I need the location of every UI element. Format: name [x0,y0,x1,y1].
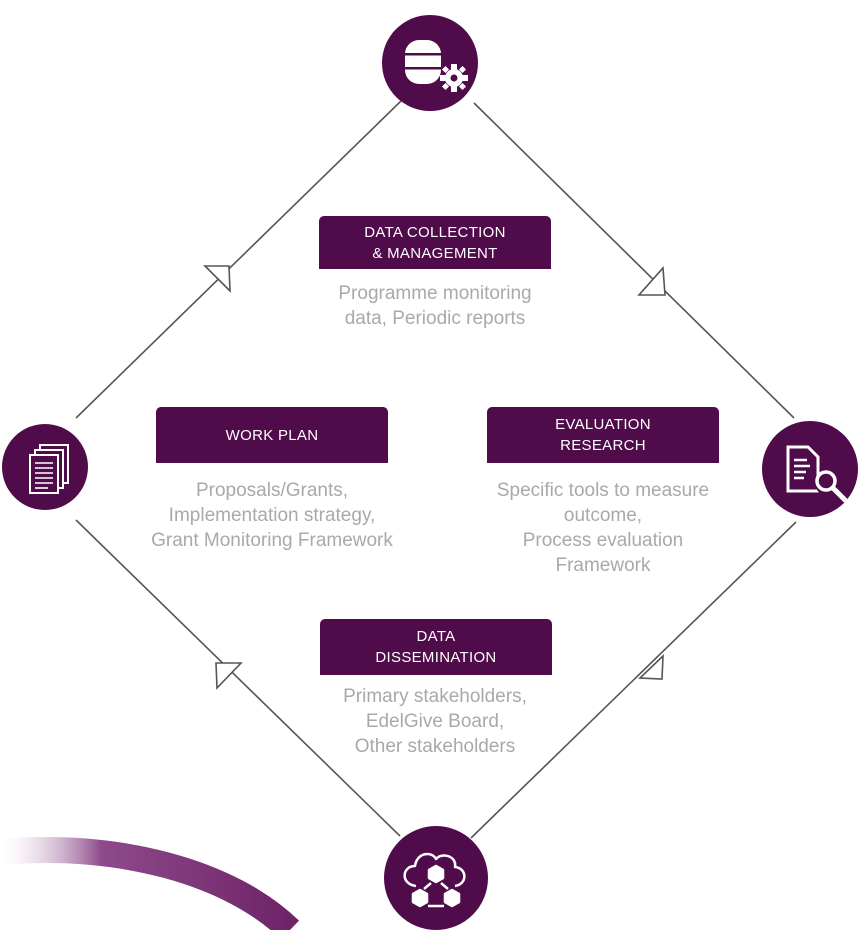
connector-top-right [473,102,795,419]
stage-desc-line: Implementation strategy, [168,505,376,526]
node-right [762,421,858,517]
stage-desc-line: Specific tools to measure [496,480,710,501]
stage-banner-data-collection: DATA COLLECTION & MANAGEMENT [319,216,551,269]
stage-desc-line: Grant Monitoring Framework [151,530,393,551]
stage-desc-line: EdelGive Board, [365,711,505,732]
direction-arrows [203,265,666,690]
arrow-up-left-icon [215,662,243,690]
stage-desc-data-dissemination: Primary stakeholders, EdelGive Board, Ot… [300,684,570,759]
stage-desc-line: Process evaluation [522,530,684,551]
stage-desc-evaluation-research: Specific tools to measure outcome, Proce… [458,478,748,578]
stage-desc-line: data, Periodic reports [344,308,526,329]
stage-banner-evaluation-research: EVALUATION RESEARCH [487,407,719,463]
stage-desc-line: Other stakeholders [354,736,516,757]
stage-title-line: EVALUATION [555,416,651,433]
stage-title-line: DISSEMINATION [375,649,497,666]
arrow-down-right-icon [637,266,666,296]
documents-stack-icon [29,444,69,494]
stage-desc-line: Framework [555,555,651,576]
node-bottom [384,826,488,930]
document-search-icon [786,445,848,503]
stage-desc-line: Proposals/Grants, [195,480,349,501]
node-top [382,15,478,111]
arrow-up-right-icon [203,265,231,294]
stage-title-line: RESEARCH [560,437,646,454]
stage-desc-data-collection: Programme monitoring data, Periodic repo… [300,281,570,331]
arrow-down-left-icon [638,654,664,680]
database-gear-icon [405,40,468,92]
connector-left-bottom [75,519,401,837]
connector-right-bottom [470,521,797,839]
stage-title-line: DATA COLLECTION [364,223,506,241]
stage-desc-line: outcome, [563,505,643,526]
connector-top-left [75,100,402,419]
stage-title-line: DATA [416,628,456,645]
stage-desc-work-plan: Proposals/Grants, Implementation strateg… [112,478,432,553]
connector-lines [75,100,797,839]
stage-title-line: & MANAGEMENT [372,244,498,262]
stage-desc-line: Primary stakeholders, [343,686,527,707]
stage-banner-work-plan: WORK PLAN [156,407,388,463]
stage-banner-data-dissemination: DATA DISSEMINATION [320,619,552,675]
cloud-network-icon [403,852,466,908]
stage-desc-line: Programme monitoring [338,283,532,304]
node-left [2,424,88,510]
stage-title-line: WORK PLAN [225,426,319,444]
decorative-swoosh [0,837,300,930]
